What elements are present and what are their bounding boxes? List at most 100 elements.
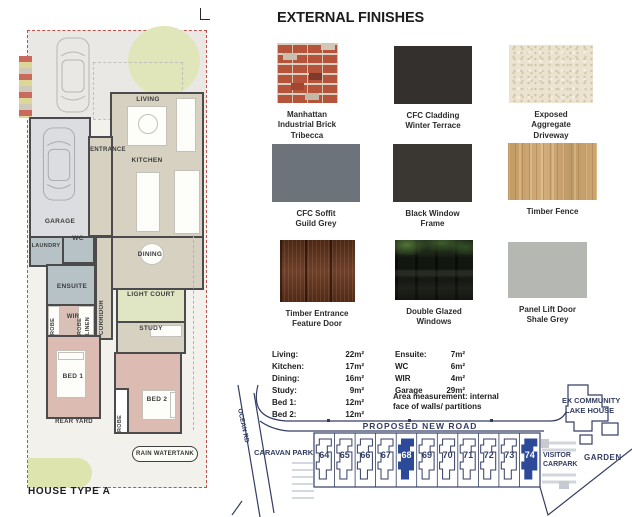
label-wc: WC: [72, 235, 84, 242]
entrance-door-swatch: [280, 240, 355, 302]
ocean-rd-label: OCEAN RD: [236, 408, 250, 444]
lot-number-highlighted: 68: [401, 450, 411, 460]
carpark-block: [541, 439, 549, 448]
area-label: Study:: [272, 386, 297, 395]
caravan-park-bays: [292, 462, 314, 499]
panel-door-swatch: [508, 242, 587, 298]
room-laundry: [29, 236, 64, 267]
lot-number: 73: [504, 450, 514, 460]
car-garage-icon: [42, 127, 76, 201]
lot-number: 72: [484, 450, 494, 460]
area-row: Ensuite:7m²: [395, 349, 465, 361]
room-bed1: [46, 335, 101, 419]
robe-linen-box: [78, 306, 94, 335]
rain-watertank: RAIN WATERTANK: [132, 446, 198, 462]
area-value: 9m²: [349, 386, 364, 395]
road-top-line: [255, 384, 572, 422]
cladding-swatch: [394, 46, 472, 104]
finish-entrance-door: Timber Entrance Feature Door: [280, 240, 355, 330]
finish-window-frame: Black Window Frame: [393, 144, 472, 230]
ocean-rd-line-1: [237, 384, 261, 517]
caravan-park-label: CARAVAN PARK: [254, 448, 314, 457]
label-wir: WIR: [66, 314, 80, 320]
finish-label: Panel Lift Door Shale Grey: [519, 305, 576, 325]
area-label: Dining:: [272, 374, 300, 383]
garden-structure: [579, 434, 593, 445]
area-row: Living: 22m²: [272, 349, 364, 361]
finish-label: Timber Entrance Feature Door: [285, 309, 349, 329]
finish-label: CFC Soffit Guild Grey: [295, 209, 337, 229]
ex-community-label-2: LAKE HOUSE: [565, 406, 614, 415]
bed2-pillow: [170, 392, 176, 418]
label-corridor: CORRIDOR: [99, 299, 105, 335]
area-row: Bed 2: 12m²: [272, 409, 364, 421]
dining-table: [140, 243, 164, 265]
area-value: 16m²: [345, 374, 364, 383]
room-corridor: [95, 236, 113, 340]
road-marker: [408, 419, 411, 422]
car-driveway-icon: [56, 37, 90, 113]
finish-glazed-windows: Double Glazed Windows: [395, 240, 473, 328]
brick-swatch: [277, 43, 338, 103]
area-label: Living:: [272, 350, 299, 359]
carpark-block: [559, 481, 569, 489]
finish-timber-fence: Timber Fence: [508, 143, 597, 217]
rear-garden: [28, 458, 92, 488]
area-note: Area measurement: internal face of walls…: [393, 392, 499, 411]
robe-box-left: [48, 306, 60, 335]
finish-soffit: CFC Soffit Guild Grey: [272, 144, 360, 230]
road-label: PROPOSED NEW ROAD: [363, 421, 478, 431]
label-robe-a: ROBE: [50, 317, 56, 335]
area-value: 12m²: [345, 398, 364, 407]
ex-community-label-1: EX COMMUNITY: [562, 396, 620, 405]
area-label: Ensuite:: [395, 350, 427, 359]
area-label: Garage: [395, 386, 423, 395]
robe-box-bed2: [114, 388, 129, 434]
timber-fence-swatch: [508, 143, 597, 200]
label-living: LIVING: [136, 96, 160, 103]
lot-number: 71: [463, 450, 473, 460]
area-value: 6m²: [450, 362, 465, 371]
site-plan: 64 65 66 67 68 69 70 71 72 73 74 PROPOSE…: [228, 383, 632, 517]
label-study: STUDY: [139, 325, 163, 332]
lot-number: 67: [381, 450, 391, 460]
area-value: 17m²: [345, 362, 364, 371]
finish-aggregate: Exposed Aggregate Driveway: [509, 45, 593, 141]
window-frame-swatch: [393, 144, 472, 202]
finish-label: Exposed Aggregate Driveway: [531, 110, 571, 140]
soffit-swatch: [272, 144, 360, 202]
lake-house-annex: [601, 422, 619, 436]
area-value: 4m²: [450, 374, 465, 383]
label-kitchen: KITCHEN: [131, 157, 163, 164]
area-value: 12m²: [345, 410, 364, 419]
kitchen-island: [136, 172, 160, 232]
registration-mark: [200, 8, 210, 20]
glazed-windows-swatch: [395, 240, 473, 300]
finish-label: Timber Fence: [526, 207, 579, 216]
bed1-pillow: [58, 352, 84, 360]
ocean-rd-line-2: [253, 392, 275, 514]
label-bed1: BED 1: [62, 373, 84, 380]
area-value: 22m²: [345, 350, 364, 359]
lot-number: 64: [319, 450, 329, 460]
road-bottom-line: [259, 420, 544, 432]
area-row: Dining: 16m²: [272, 373, 364, 385]
label-ensuite: ENSUITE: [56, 283, 88, 290]
site-boundary-diagonal: [539, 448, 632, 517]
label-robe-b: ROBE: [77, 317, 83, 335]
finish-cladding: CFC Cladding Winter Terrace: [394, 46, 472, 132]
label-entrance: ENTRANCE: [90, 147, 126, 153]
area-label: Kitchen:: [272, 362, 304, 371]
paving-tiles: [19, 56, 32, 118]
visitor-carpark-label-2: CARPARK: [543, 461, 577, 468]
finish-label: CFC Cladding Winter Terrace: [405, 111, 461, 131]
label-linen: LINEN: [85, 317, 91, 335]
finishes-title: EXTERNAL FINISHES: [277, 10, 425, 26]
area-table-left: Living: 22m² Kitchen: 17m² Dining: 16m² Stu…: [272, 349, 364, 421]
area-label: Bed 2:: [272, 410, 297, 419]
road-marker: [327, 419, 330, 422]
